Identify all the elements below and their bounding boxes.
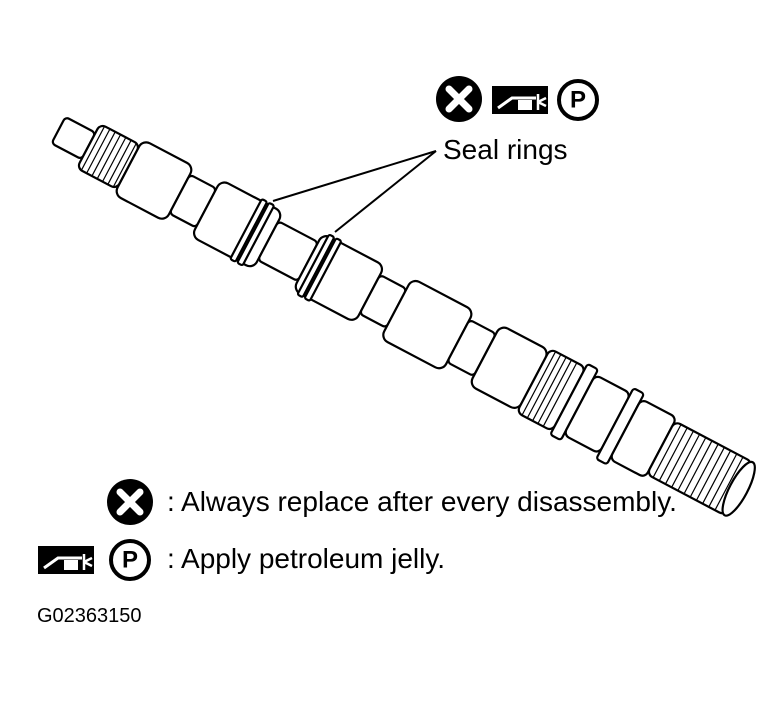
legend-petroleum-p-glyph: P: [122, 547, 138, 574]
legend-replace-x-icon: [107, 479, 153, 525]
seal-ring-2b: [304, 237, 342, 302]
seal-ring-1b: [236, 202, 275, 267]
replace-x-icon: [436, 76, 482, 122]
seal-ring-1: [229, 198, 268, 263]
seal-ring-2: [296, 233, 335, 298]
figure-code: G02363150: [37, 605, 142, 627]
petroleum-p-glyph: P: [570, 87, 586, 114]
shaft-end-face: [721, 460, 756, 517]
legend-grease-gun-icon: [36, 544, 96, 576]
shaft: [51, 117, 756, 517]
legend-text-petroleum: : Apply petroleum jelly.: [167, 543, 446, 574]
legend-text-replace: : Always replace after every disassembly…: [167, 486, 677, 517]
callout-leaders: [272, 150, 437, 233]
seal-rings-label: Seal rings: [443, 134, 568, 165]
grease-gun-icon: [490, 84, 550, 116]
